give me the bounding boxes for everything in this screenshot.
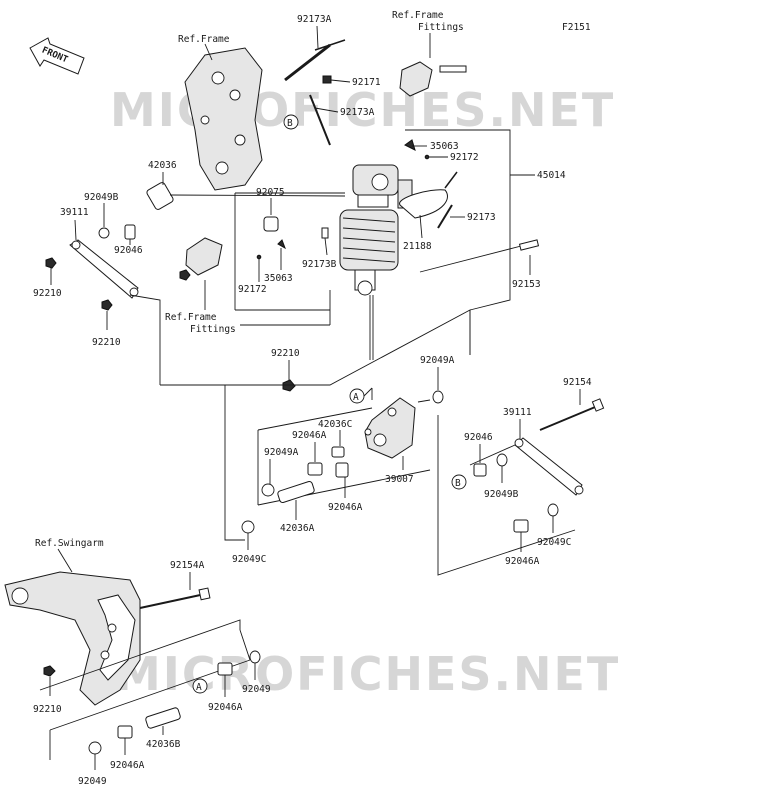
- swingarm-icon: [4, 571, 141, 706]
- part-92049C-right[interactable]: 92049C: [537, 537, 571, 548]
- fitting-plate-left: [185, 237, 223, 276]
- part-45014[interactable]: 45014: [537, 170, 566, 181]
- part-92046A-bottom[interactable]: 92046A: [208, 702, 243, 713]
- part-39111-left[interactable]: 39111: [60, 207, 89, 218]
- marker-b-right: [451, 474, 467, 490]
- bolt-top-icon: [439, 65, 467, 73]
- part-92154[interactable]: 92154: [563, 377, 592, 388]
- marker-a-bottom: [192, 678, 208, 694]
- part-92049B-left[interactable]: 92049B: [84, 192, 119, 203]
- diagram-code: F2151: [562, 22, 591, 33]
- marker-b-top-text: B: [287, 118, 293, 129]
- part-92046A-right[interactable]: 92046A: [505, 556, 540, 567]
- part-35063-mid[interactable]: 35063: [264, 273, 293, 284]
- part-92153[interactable]: 92153: [512, 279, 541, 290]
- part-92173[interactable]: 92173: [467, 212, 496, 223]
- part-92154A[interactable]: 92154A: [170, 560, 205, 571]
- marker-b-top: [283, 114, 299, 130]
- ref-frame-label: Ref.Frame: [178, 34, 230, 45]
- ref-fittings-left-1: Ref.Frame: [165, 312, 217, 323]
- clip-icon: [322, 75, 332, 84]
- bolt-92153-icon: [518, 239, 540, 251]
- part-39007[interactable]: 39007: [385, 474, 414, 485]
- part-35063-top[interactable]: 35063: [430, 141, 459, 152]
- clip-92173B-icon: [321, 227, 329, 239]
- part-92049-bottom2[interactable]: 92049: [78, 776, 107, 787]
- part-92171[interactable]: 92171: [352, 77, 381, 88]
- collar-92075-icon: [263, 216, 279, 232]
- part-42036B[interactable]: 42036B: [146, 739, 181, 750]
- part-92210-left2[interactable]: 92210: [92, 337, 121, 348]
- part-92172-mid[interactable]: 92172: [238, 284, 267, 295]
- part-92075[interactable]: 92075: [256, 187, 285, 198]
- part-92210-mid[interactable]: 92210: [271, 348, 300, 359]
- part-92049-bottom[interactable]: 92049: [242, 684, 271, 695]
- fitting-plate-top: [399, 61, 433, 97]
- collar-42036B-icon: [145, 707, 181, 729]
- ref-fittings-top-2: Fittings: [418, 22, 464, 33]
- part-92210-left[interactable]: 92210: [33, 288, 62, 299]
- part-92049B-right[interactable]: 92049B: [484, 489, 519, 500]
- part-92046A-bottom2[interactable]: 92046A: [110, 760, 145, 771]
- part-92173A[interactable]: 92173A: [297, 14, 332, 25]
- shock-absorber-icon: [339, 164, 413, 296]
- rocker-arm-icon: [364, 397, 416, 459]
- marker-b-right-text: B: [455, 478, 461, 489]
- link-right-icon: [514, 437, 583, 496]
- marker-a-mid-text: A: [353, 392, 359, 403]
- ref-fittings-top-1: Ref.Frame: [392, 10, 444, 21]
- frame-bracket-icon: [184, 47, 263, 191]
- part-92210-bottom[interactable]: 92210: [33, 704, 62, 715]
- part-92049A-right[interactable]: 92049A: [420, 355, 455, 366]
- collar-42036A-icon: [277, 481, 315, 503]
- part-92046A-low[interactable]: 92046A: [328, 502, 363, 513]
- part-92049A-left[interactable]: 92049A: [264, 447, 299, 458]
- part-92172-top[interactable]: 92172: [450, 152, 479, 163]
- part-92046-right[interactable]: 92046: [464, 432, 493, 443]
- part-92173A-2[interactable]: 92173A: [340, 107, 375, 118]
- part-92046-left[interactable]: 92046: [114, 245, 143, 256]
- ref-fittings-left-2: Fittings: [190, 324, 236, 335]
- marker-a-bottom-text: A: [196, 682, 202, 693]
- part-92046A-mid[interactable]: 92046A: [292, 430, 327, 441]
- collar-42036-icon: [146, 182, 174, 210]
- part-42036C[interactable]: 42036C: [318, 419, 352, 430]
- front-arrow-icon: FRONT: [29, 37, 85, 75]
- part-42036[interactable]: 42036: [148, 160, 177, 171]
- reservoir-icon: [399, 189, 448, 219]
- part-92049C-left[interactable]: 92049C: [232, 554, 266, 565]
- part-42036A[interactable]: 42036A: [280, 523, 315, 534]
- part-92173B[interactable]: 92173B: [302, 259, 337, 270]
- ref-swingarm-label: Ref.Swingarm: [35, 538, 104, 549]
- part-39111-right[interactable]: 39111: [503, 407, 532, 418]
- watermark-bottom: MICROFICHES.NET: [115, 647, 620, 701]
- part-21188[interactable]: 21188: [403, 241, 432, 252]
